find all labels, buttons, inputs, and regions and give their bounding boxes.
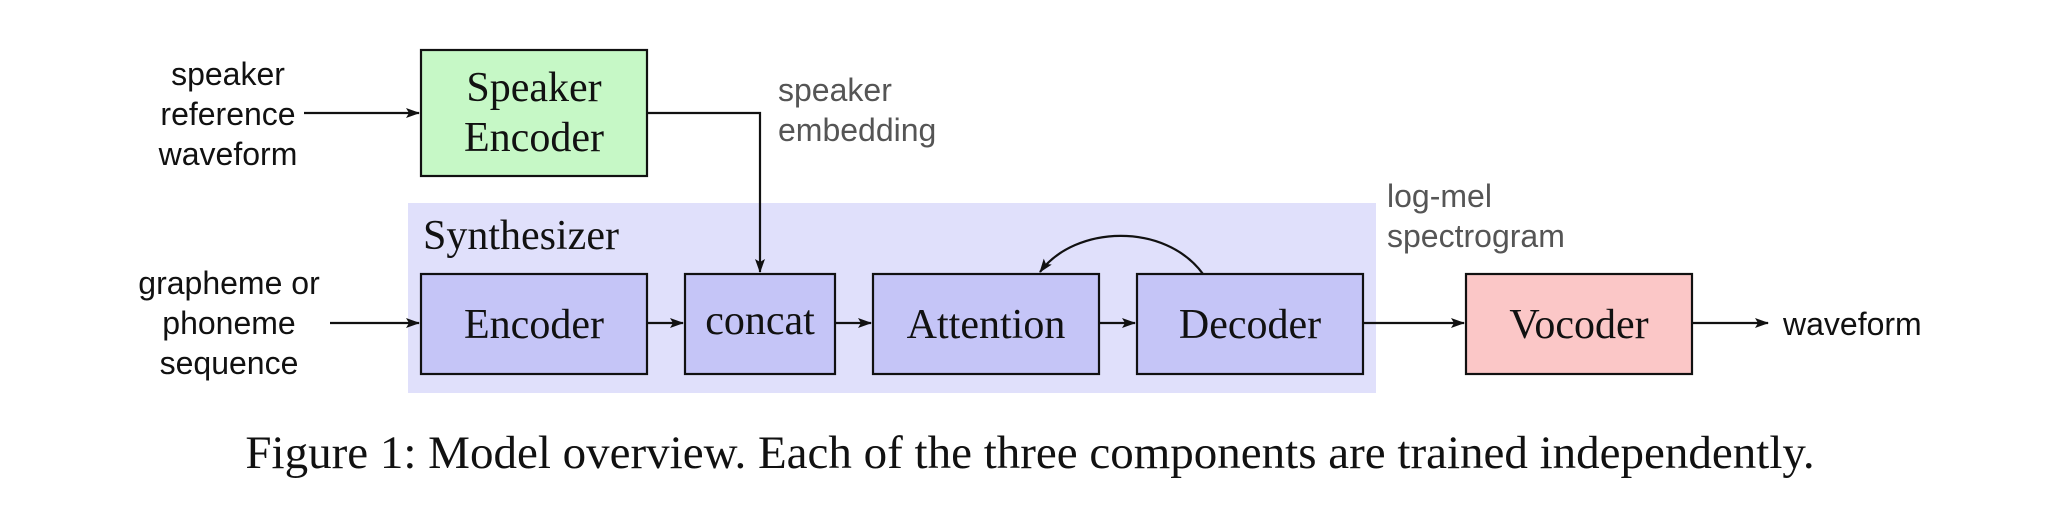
figure-caption: Figure 1: Model overview. Each of the th…	[245, 427, 1814, 479]
speaker-reference-label-line1: speaker	[171, 56, 285, 92]
speaker-embedding-label-line1: speaker	[778, 72, 892, 108]
log-mel-label-line1: log-mel	[1387, 178, 1492, 214]
output-waveform-label: waveform	[1782, 306, 1922, 342]
attention-box	[871, 272, 1101, 376]
speaker-encoder-box	[419, 48, 649, 178]
grapheme-sequence-label-line2: phoneme	[162, 305, 295, 341]
decoder-label: Decoder	[1179, 302, 1321, 348]
speaker-reference-label-line2: reference	[160, 96, 295, 132]
speaker-encoder-label-line1: Speaker	[466, 65, 601, 111]
vocoder-box	[1464, 272, 1694, 376]
concat-box	[683, 272, 837, 376]
arrow-speaker-encoder-to-concat	[647, 111, 765, 273]
concat-label: concat	[705, 298, 815, 344]
log-mel-label-line2: spectrogram	[1387, 218, 1565, 254]
vocoder-label: Vocoder	[1509, 302, 1648, 348]
encoder-label: Encoder	[464, 302, 604, 348]
attention-label: Attention	[907, 302, 1066, 348]
decoder-box	[1135, 272, 1365, 376]
grapheme-sequence-label-line1: grapheme or	[138, 265, 320, 301]
speaker-encoder-label-line2: Encoder	[464, 115, 604, 161]
arrow-decoder-feedback-to-attention	[1039, 234, 1204, 275]
encoder-box	[419, 272, 649, 376]
speaker-reference-label-line3: waveform	[158, 136, 298, 172]
synthesizer-label: Synthesizer	[423, 213, 619, 259]
grapheme-sequence-label-line3: sequence	[160, 345, 299, 381]
speaker-embedding-label-line2: embedding	[778, 112, 936, 148]
